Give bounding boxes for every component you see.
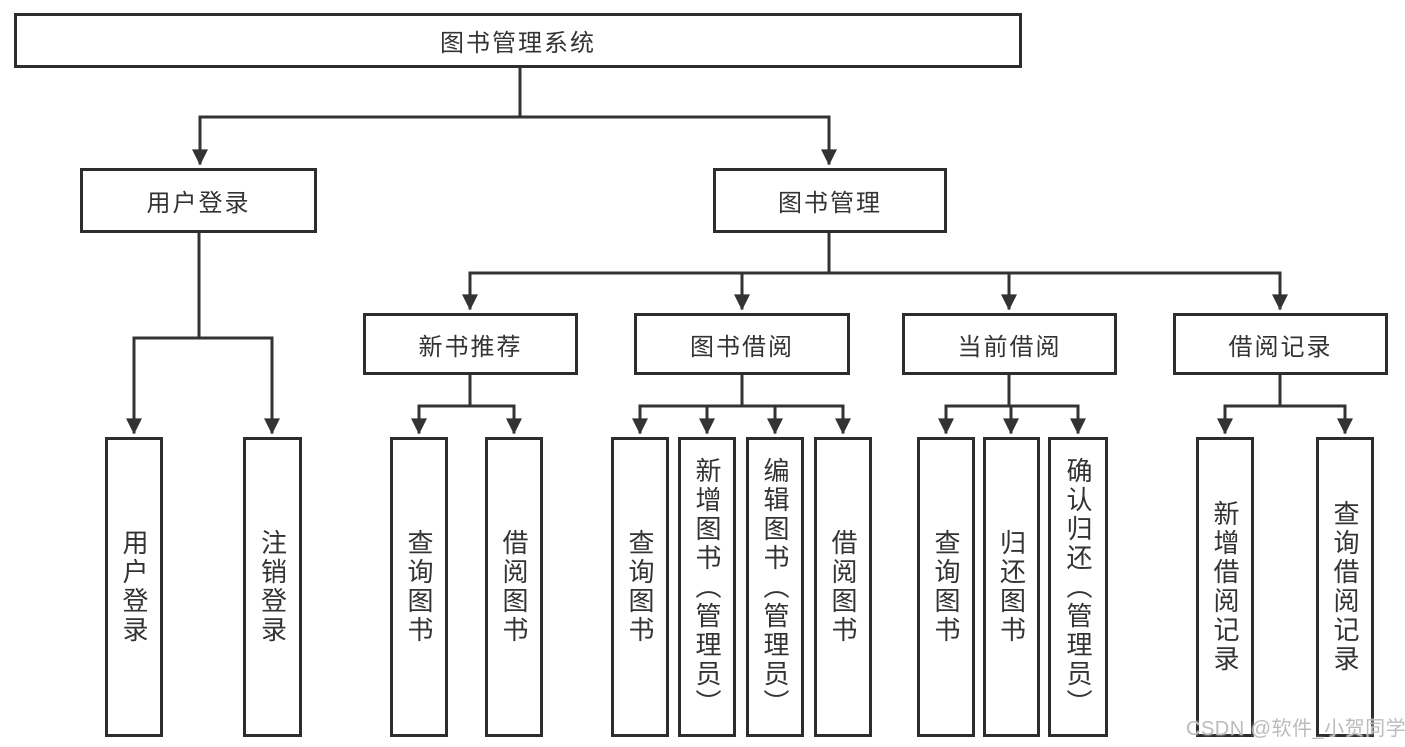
node-library-system: 图书管理系统 <box>14 13 1022 68</box>
node-label: 借阅图书 <box>828 529 858 645</box>
node-label: 借阅记录 <box>1228 333 1333 361</box>
node-label: 图书管理 <box>778 190 882 217</box>
node-query-books-recommend: 查询图书 <box>390 437 448 737</box>
node-borrow-books-recommend: 借阅图书 <box>485 437 543 737</box>
node-borrowing-records: 借阅记录 <box>1173 313 1388 375</box>
node-add-borrow-record: 新增借阅记录 <box>1196 437 1254 737</box>
node-query-books-borrowing: 查询图书 <box>611 437 669 737</box>
node-book-management: 图书管理 <box>713 168 947 233</box>
node-label: 用户登录 <box>119 529 149 645</box>
node-label: 图书借阅 <box>690 333 794 361</box>
node-edit-books-admin: 编辑图书（管理员） <box>746 437 804 737</box>
node-current-borrowing: 当前借阅 <box>902 313 1117 375</box>
node-label: 编辑图书（管理员） <box>760 456 790 718</box>
node-label: 当前借阅 <box>957 333 1062 361</box>
node-label: 注销登录 <box>257 529 288 645</box>
node-label: 新增借阅记录 <box>1210 500 1240 674</box>
node-borrow-books-borrowing: 借阅图书 <box>814 437 872 737</box>
node-return-books: 归还图书 <box>983 437 1040 737</box>
csdn-watermark: CSDN @软件_小贺同学 <box>1186 718 1405 740</box>
node-confirm-return-admin: 确认归还（管理员） <box>1048 437 1108 737</box>
node-label: 查询图书 <box>625 529 655 645</box>
node-label: 归还图书 <box>996 529 1027 645</box>
node-label: 确认归还（管理员） <box>1063 456 1093 718</box>
node-query-books-current: 查询图书 <box>917 437 975 737</box>
node-book-borrowing: 图书借阅 <box>634 313 850 375</box>
node-label: 图书管理系统 <box>440 30 596 57</box>
node-label: 新书推荐 <box>418 333 523 361</box>
node-label: 借阅图书 <box>499 529 529 645</box>
node-label: 查询图书 <box>931 529 961 645</box>
node-user-login-leaf: 用户登录 <box>105 437 163 737</box>
node-new-book-recommend: 新书推荐 <box>363 313 578 375</box>
node-user-login: 用户登录 <box>80 168 317 233</box>
node-label: 新增图书（管理员） <box>692 456 722 718</box>
node-query-borrow-record: 查询借阅记录 <box>1316 437 1374 737</box>
node-label: 查询图书 <box>404 529 434 645</box>
node-label: 查询借阅记录 <box>1330 500 1360 674</box>
node-logout: 注销登录 <box>243 437 302 737</box>
node-add-books-admin: 新增图书（管理员） <box>678 437 736 737</box>
node-label: 用户登录 <box>146 190 251 217</box>
